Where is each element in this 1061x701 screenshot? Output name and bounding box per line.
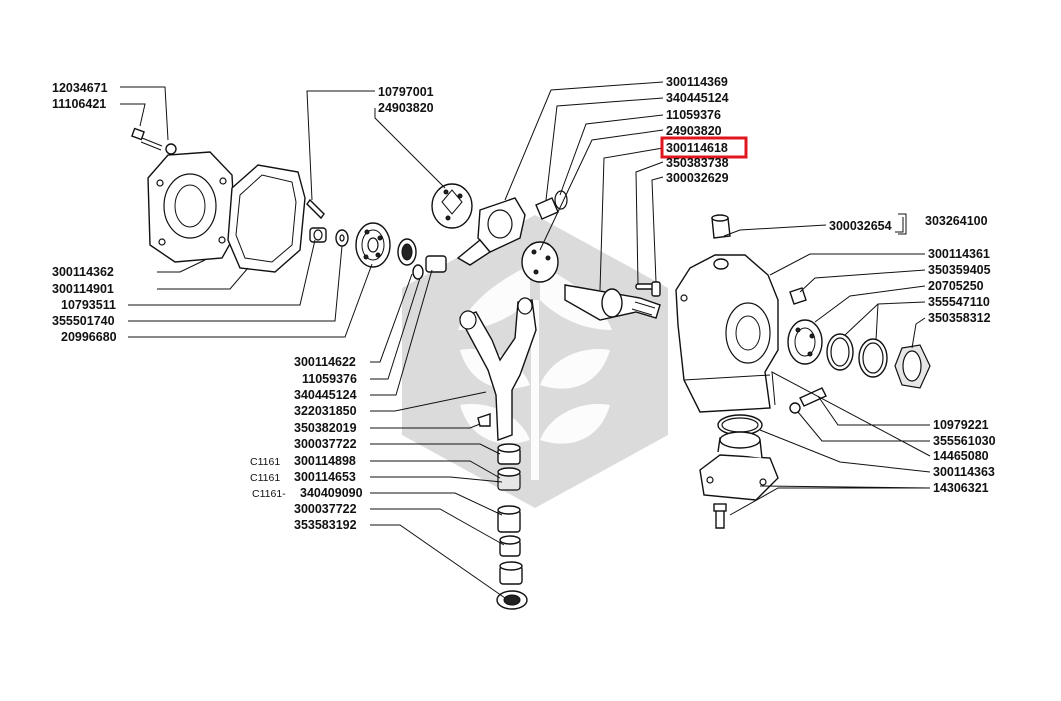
spacer-4[interactable]	[499, 535, 521, 557]
seal-ring[interactable]	[894, 344, 931, 389]
gear-housing[interactable]	[675, 254, 779, 413]
spacer-2[interactable]	[497, 467, 521, 491]
spider-cross[interactable]	[431, 183, 473, 229]
breather[interactable]	[789, 287, 807, 305]
key-pin[interactable]	[651, 281, 661, 297]
mounting-flange[interactable]	[699, 431, 779, 501]
spider-cross-2[interactable]	[521, 241, 559, 283]
part-label-11059376-a[interactable]: 11059376	[666, 108, 721, 122]
bracket-mark	[898, 213, 907, 235]
part-label-300114653[interactable]: 300114653	[294, 470, 356, 484]
highlight-box	[660, 136, 748, 159]
needle-bushing-lower[interactable]	[412, 255, 447, 280]
part-label-350383738[interactable]: 350383738	[666, 156, 729, 170]
housing-o-ring[interactable]	[717, 414, 763, 436]
part-label-300114622[interactable]: 300114622	[294, 355, 356, 369]
part-label-20705250[interactable]: 20705250	[928, 279, 984, 293]
fork-shaft[interactable]	[459, 297, 537, 441]
washer-small[interactable]	[335, 229, 349, 247]
bushing-small[interactable]	[309, 227, 327, 243]
part-label-322031850[interactable]: 322031850	[294, 404, 357, 418]
part-label-300114362[interactable]: 300114362	[52, 265, 114, 279]
part-label-24903820-b[interactable]: 24903820	[666, 124, 722, 138]
bottom-seal[interactable]	[496, 590, 528, 610]
part-label-355561030[interactable]: 355561030	[933, 434, 996, 448]
spacer-3[interactable]	[497, 505, 521, 533]
grease-cap[interactable]	[711, 214, 731, 239]
flange-bolt[interactable]	[713, 503, 727, 529]
part-label-340409090[interactable]: 340409090	[300, 486, 363, 500]
bearing-right[interactable]	[787, 319, 823, 365]
part-label-10793511[interactable]: 10793511	[61, 298, 116, 312]
part-label-340445124-a[interactable]: 340445124	[666, 91, 729, 105]
part-label-355501740[interactable]: 355501740	[52, 314, 115, 328]
part-label-300037722-a[interactable]: 300037722	[294, 437, 357, 451]
leader-lines	[120, 81, 931, 599]
part-label-20996680[interactable]: 20996680	[61, 330, 117, 344]
ref-code-c1161-a: C1161	[250, 456, 280, 468]
part-label-300114361[interactable]: 300114361	[928, 247, 990, 261]
part-label-340445124-b[interactable]: 340445124	[294, 388, 357, 402]
part-label-10979221[interactable]: 10979221	[933, 418, 989, 432]
part-label-300114898[interactable]: 300114898	[294, 454, 356, 468]
ref-code-c1161-b: C1161	[250, 472, 280, 484]
part-label-24903820-a[interactable]: 24903820	[378, 101, 434, 115]
part-label-350359405[interactable]: 350359405	[928, 263, 991, 277]
spacer-1[interactable]	[497, 443, 521, 465]
part-label-12034671[interactable]: 12034671	[52, 81, 108, 95]
part-label-350358312[interactable]: 350358312	[928, 311, 991, 325]
part-label-353583192[interactable]: 353583192	[294, 518, 357, 532]
needle-bushing-upper[interactable]	[535, 190, 568, 220]
part-label-10797001[interactable]: 10797001	[378, 85, 434, 99]
spacer-5[interactable]	[499, 561, 523, 585]
part-label-11059376-b[interactable]: 11059376	[302, 372, 357, 386]
gasket[interactable]	[227, 164, 306, 273]
part-label-300037722-b[interactable]: 300037722	[294, 502, 357, 516]
upper-yoke[interactable]	[456, 197, 526, 266]
woodruff-key[interactable]	[477, 413, 491, 427]
pinion-shaft[interactable]	[564, 283, 661, 321]
part-label-300114369[interactable]: 300114369	[666, 75, 728, 89]
part-label-303264100[interactable]: 303264100	[925, 214, 988, 228]
part-label-350382019[interactable]: 350382019	[294, 421, 357, 435]
ball-bearing[interactable]	[355, 222, 391, 268]
part-label-300114363[interactable]: 300114363	[933, 465, 995, 479]
part-label-11106421[interactable]: 11106421	[52, 97, 106, 111]
screw-right[interactable]	[789, 387, 827, 414]
part-label-355547110[interactable]: 355547110	[928, 295, 990, 309]
part-label-300032654[interactable]: 300032654	[829, 219, 892, 233]
part-label-14306321[interactable]: 14306321	[933, 481, 989, 495]
cover-plate[interactable]	[147, 151, 236, 263]
o-ring-2[interactable]	[858, 338, 888, 378]
part-label-300114901[interactable]: 300114901	[52, 282, 114, 296]
part-label-300114618-highlighted[interactable]: 300114618	[666, 141, 728, 155]
part-label-14465080[interactable]: 14465080	[933, 449, 989, 463]
bolt[interactable]	[131, 127, 177, 155]
oil-seal[interactable]	[397, 238, 417, 266]
o-ring-1[interactable]	[826, 333, 854, 371]
ref-code-c1161-c: C1161-	[252, 488, 286, 500]
cotter-pin[interactable]	[306, 198, 325, 220]
part-label-300032629[interactable]: 300032629	[666, 171, 729, 185]
